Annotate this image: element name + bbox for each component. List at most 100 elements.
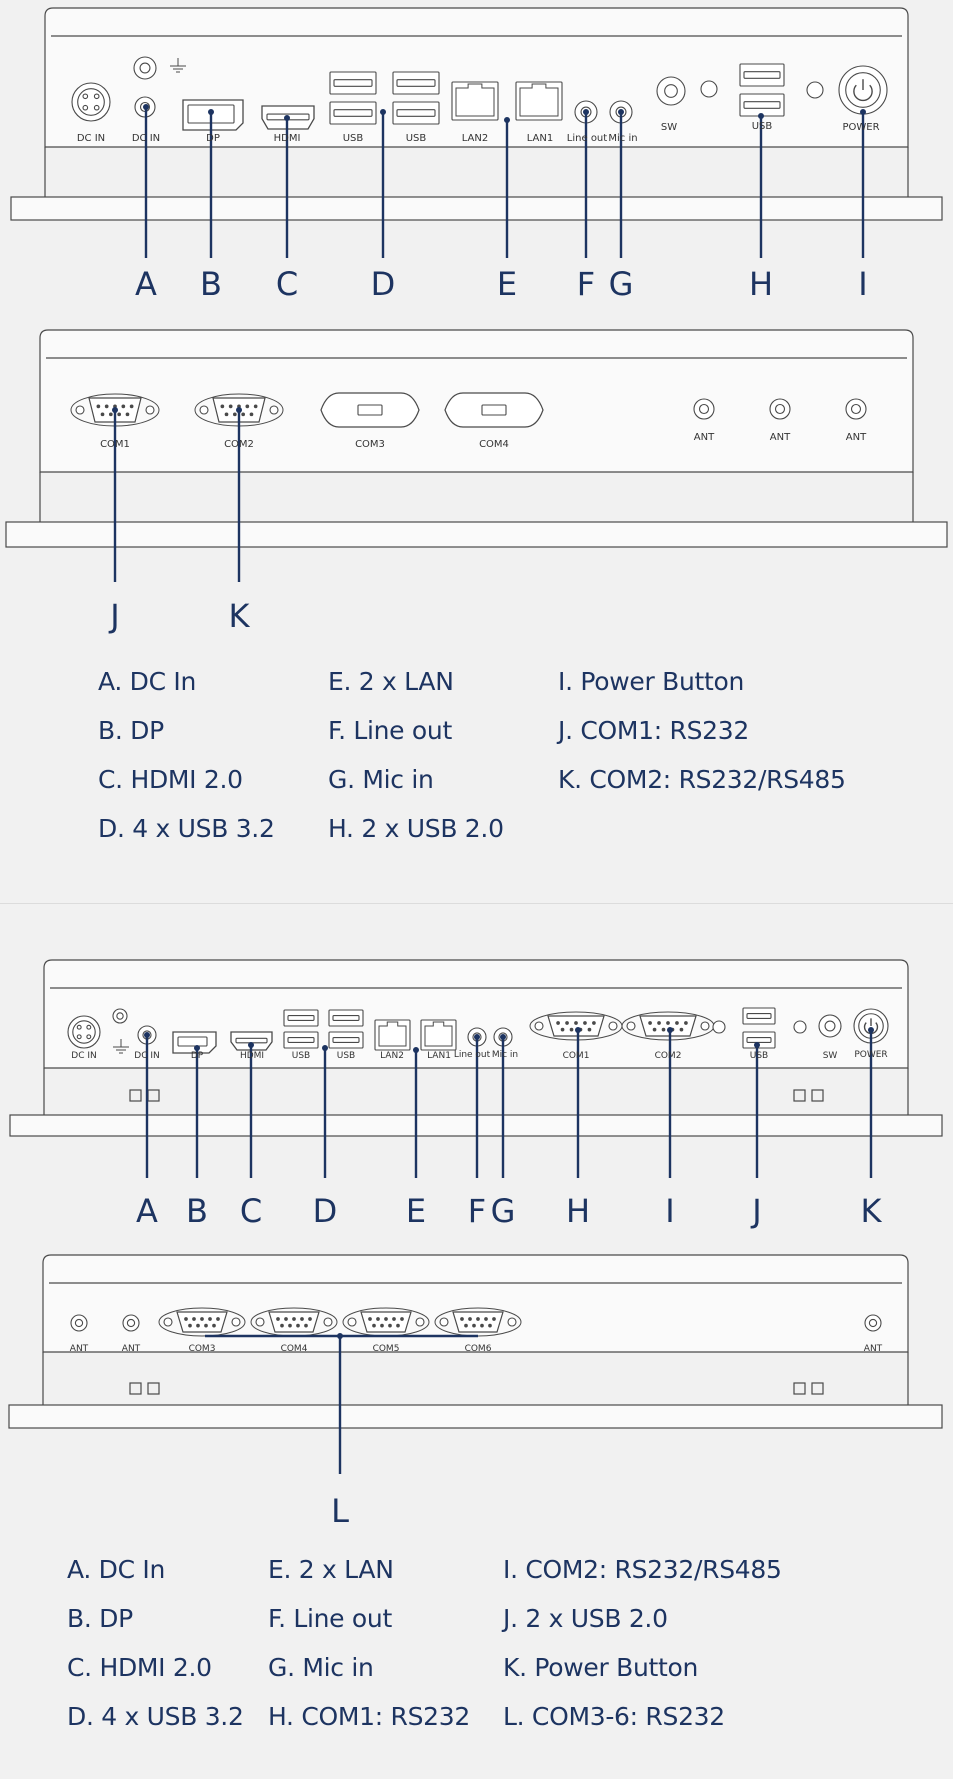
db9-screw: [75, 405, 85, 415]
section-divider: [0, 903, 953, 904]
leader-dot: [208, 109, 214, 115]
dc-in-4pin-inner: [72, 1020, 96, 1044]
db9-pin: [652, 1027, 657, 1032]
dc-in-4pin-inner: [77, 88, 105, 116]
legend-item: A. DC In: [67, 1555, 166, 1584]
legend-item: K. Power Button: [503, 1653, 699, 1682]
port-label: DC IN: [77, 133, 105, 144]
callout-letter: C: [240, 1192, 262, 1230]
port-label: POWER: [842, 122, 879, 133]
db9-pin: [224, 412, 229, 417]
legend-item: I. Power Button: [558, 667, 745, 696]
leader-dot: [194, 1045, 200, 1051]
legend-item: E. 2 x LAN: [328, 667, 454, 696]
db9-connector: [360, 1311, 412, 1333]
port-label: ANT: [770, 432, 791, 443]
led-indicator: [712, 1020, 726, 1034]
db9-screw: [608, 1021, 618, 1031]
lan-port: [420, 1019, 457, 1051]
db9-pin: [253, 404, 258, 409]
callout-letter: I: [665, 1192, 674, 1230]
dc-pin: [82, 104, 89, 111]
callout-letter: J: [750, 1192, 761, 1230]
db9-pin: [104, 404, 109, 409]
port-label: ANT: [864, 1344, 883, 1354]
port-label: COM3: [355, 439, 385, 450]
dc-pin: [93, 93, 100, 100]
leader-dot: [143, 104, 149, 110]
lan-socket: [519, 83, 559, 117]
port-label: Line out: [454, 1050, 491, 1060]
db9-pin: [249, 412, 254, 417]
callout-letter: H: [749, 265, 773, 303]
db9-pin: [675, 1021, 679, 1025]
port-label: POWER: [854, 1050, 887, 1060]
db9-pin: [460, 1317, 464, 1321]
port-label: COM3: [189, 1344, 216, 1354]
db9-pin: [129, 404, 134, 409]
db9-pin: [100, 412, 105, 417]
db9-pin: [208, 1317, 212, 1321]
callout-letter: K: [861, 1192, 883, 1230]
db9-pin: [117, 412, 122, 417]
lan-socket: [378, 1021, 407, 1047]
lan-socket: [455, 83, 495, 117]
led-indicator: [806, 81, 824, 99]
leader-dot: [112, 407, 118, 413]
db9-pin: [492, 1317, 496, 1321]
port-label: Mic in: [608, 133, 637, 144]
db9-pin: [276, 1317, 280, 1321]
callout-letter: D: [371, 265, 396, 303]
db9-connector: [176, 1311, 228, 1333]
mounting-marker: [811, 1089, 824, 1102]
legend-item: H. COM1: RS232: [268, 1702, 470, 1731]
db9-pin: [587, 1027, 592, 1032]
db9-pin: [560, 1027, 565, 1032]
db9-pin: [212, 1323, 216, 1328]
db9-pin: [216, 1317, 220, 1321]
callout-letter: I: [858, 265, 867, 303]
db9-screw: [323, 1317, 333, 1327]
dc-pin: [82, 93, 89, 100]
callout-letter: C: [276, 265, 298, 303]
db9-pin: [300, 1317, 304, 1321]
dc-pin: [86, 1034, 92, 1040]
port-label: ANT: [694, 432, 715, 443]
port-label: COM4: [281, 1344, 308, 1354]
db9-pin: [280, 1323, 284, 1328]
usb-tongue: [332, 1015, 360, 1021]
port-label: USB: [750, 1051, 768, 1061]
legend-item: A. DC In: [98, 667, 197, 696]
legend-item: H. 2 x USB 2.0: [328, 814, 504, 843]
port-label: DC IN: [134, 1051, 159, 1061]
antenna-connector-center: [850, 403, 862, 415]
db9-pin: [96, 404, 101, 409]
db9-screw: [439, 1317, 449, 1327]
db9-pin: [200, 1317, 204, 1321]
legend-1-col-2: E. 2 x LAN F. Line out G. Mic in H. 2 x …: [328, 657, 504, 853]
db9-pin: [108, 412, 113, 417]
power-icon: [853, 84, 873, 102]
legend-item: E. 2 x LAN: [268, 1555, 394, 1584]
db9-pin: [125, 412, 130, 417]
usb-tongue: [743, 71, 781, 79]
legend-item: B. DP: [98, 716, 164, 745]
leader-dot: [500, 1034, 506, 1040]
mounting-marker: [793, 1382, 806, 1395]
db9-connector: [639, 1015, 697, 1037]
mounting-marker: [811, 1382, 824, 1395]
db9-pin: [592, 1021, 596, 1025]
db9-pin: [232, 412, 237, 417]
legend-2-col-1: A. DC In B. DP C. HDMI 2.0 D. 4 x USB 3.…: [67, 1545, 244, 1741]
port-label: Line out: [567, 133, 607, 144]
port-label: USB: [292, 1051, 310, 1061]
usb-tongue: [287, 1015, 315, 1021]
sw-button-center: [824, 1020, 836, 1032]
lan-socket: [424, 1021, 453, 1047]
db9-connector: [452, 1311, 504, 1333]
leader-dot: [868, 1027, 874, 1033]
db9-pin: [464, 1323, 468, 1328]
leader-dot: [322, 1045, 328, 1051]
port-label: ANT: [122, 1344, 141, 1354]
panel-outlines: [5, 7, 948, 1429]
